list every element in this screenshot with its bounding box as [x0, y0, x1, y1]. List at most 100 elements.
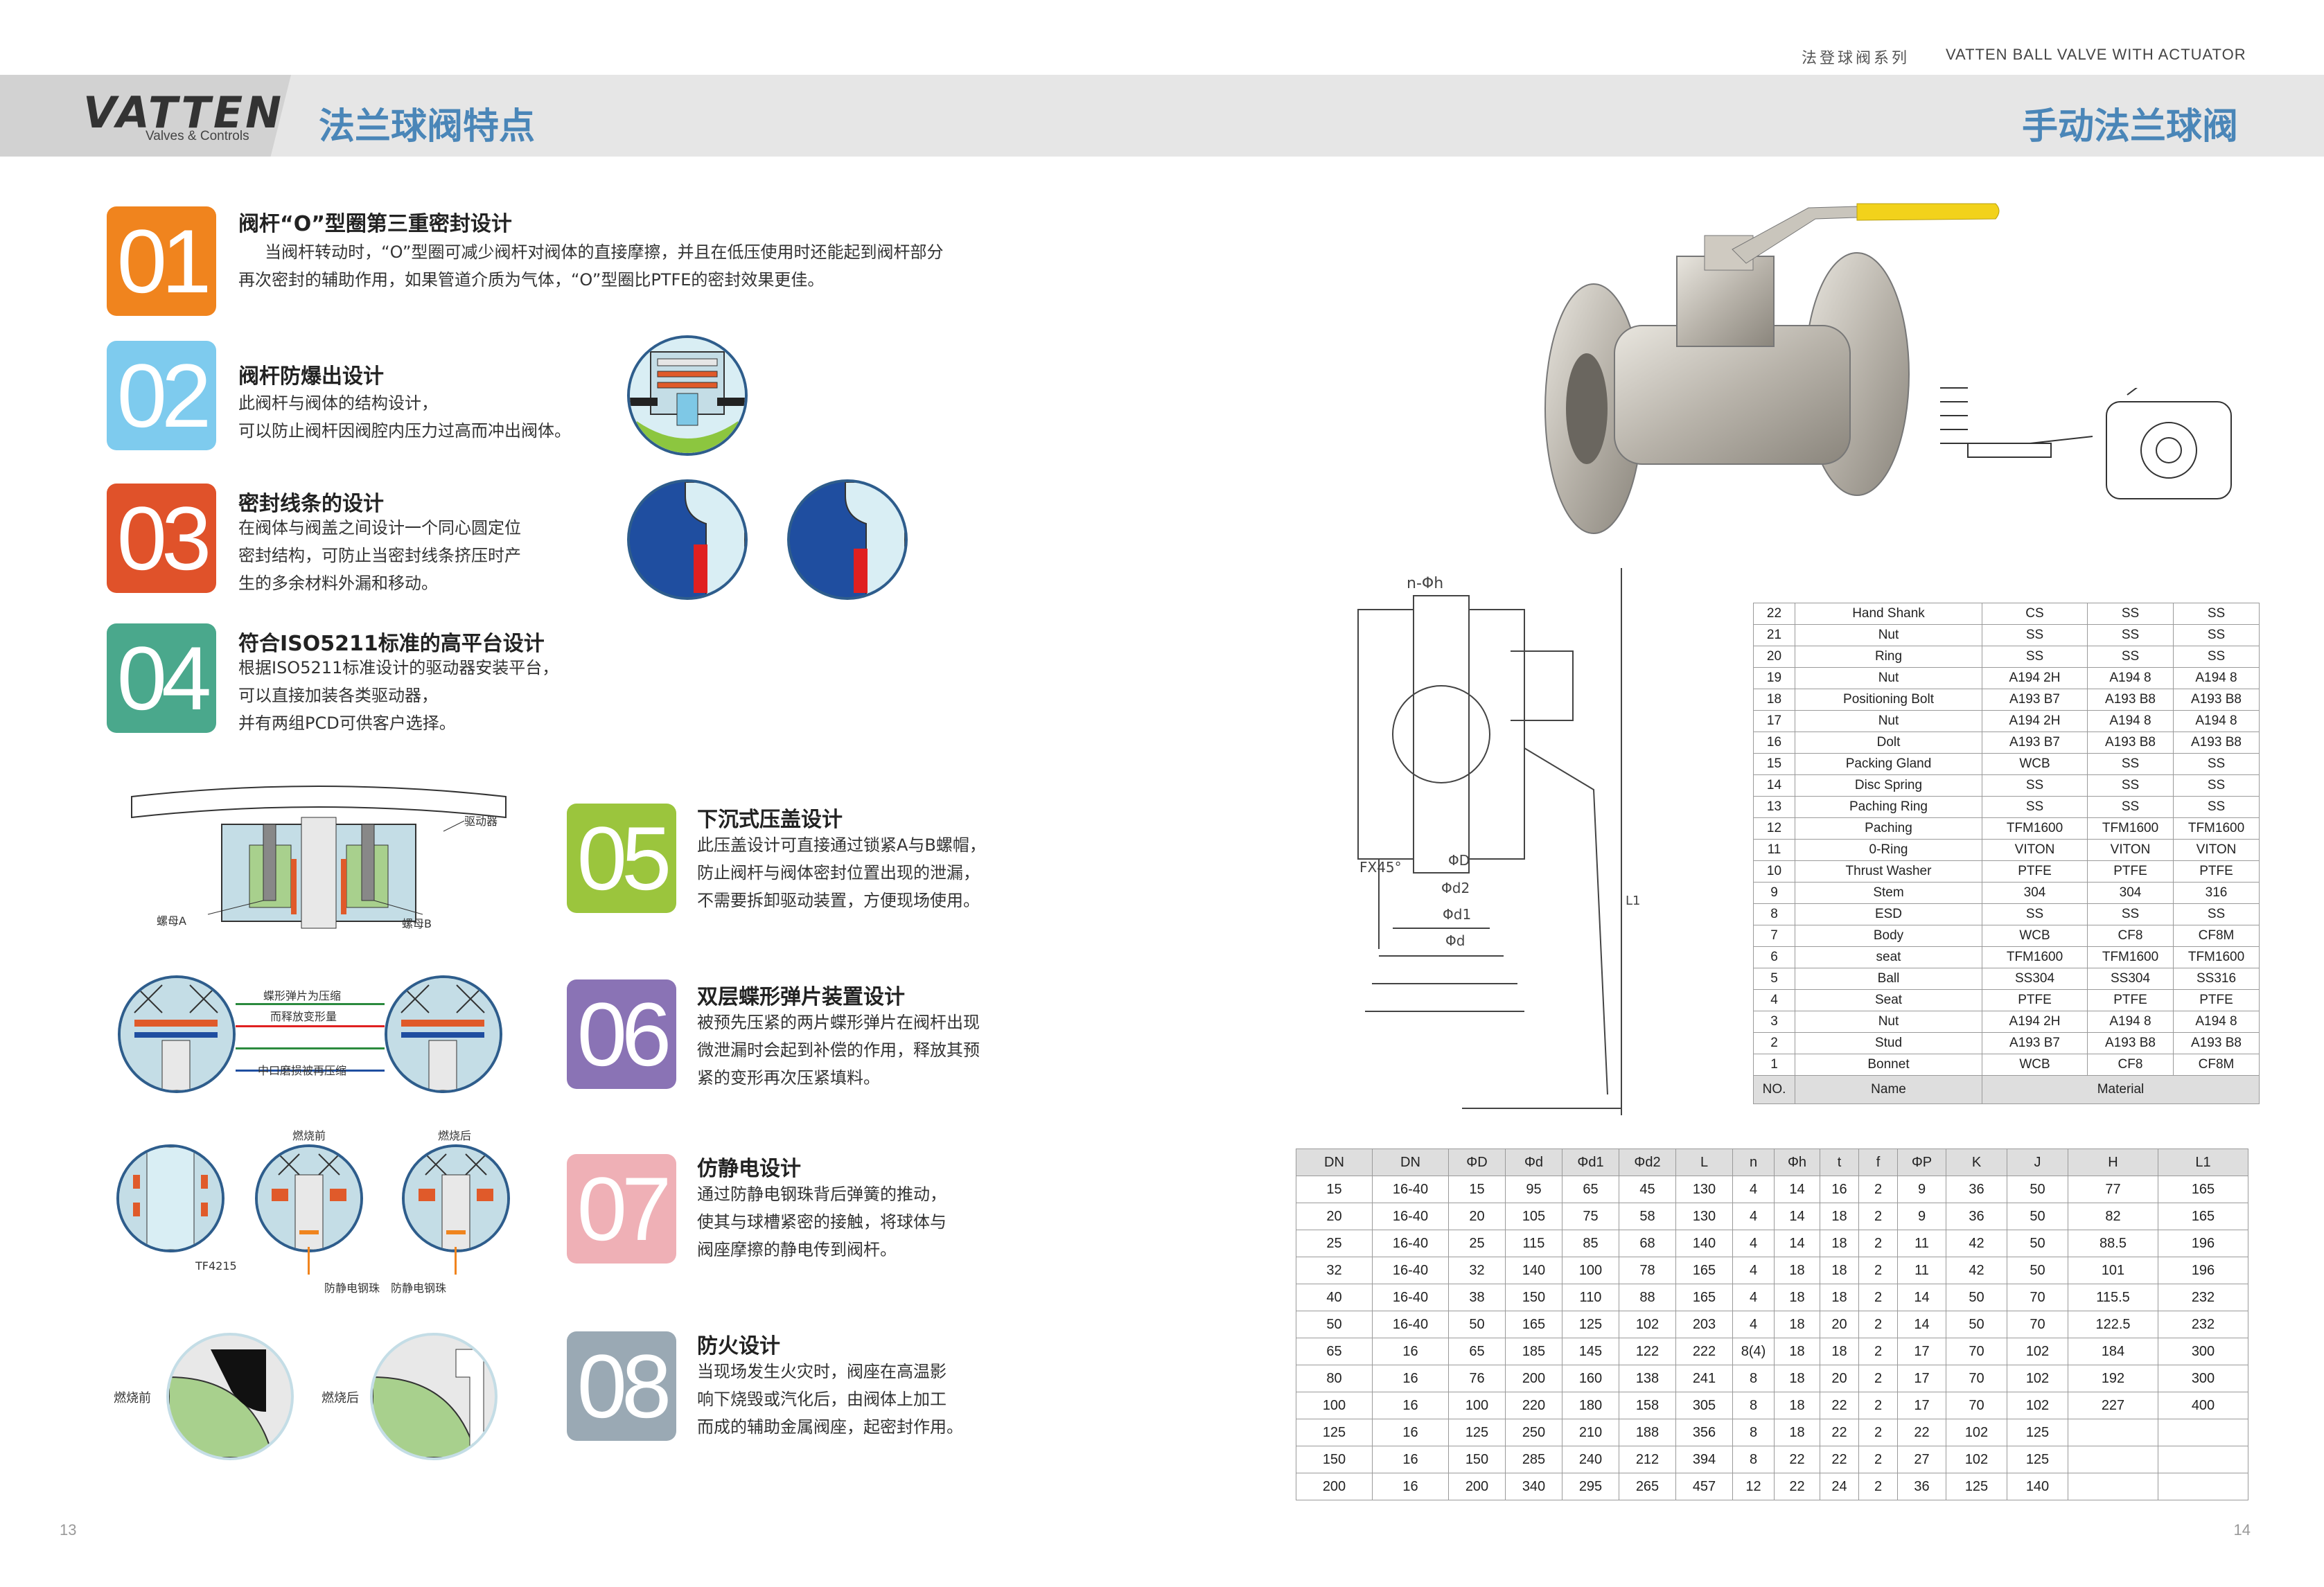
dimensions-cell: 88.5 — [2068, 1230, 2158, 1257]
materials-cell: CF8M — [2173, 1054, 2260, 1076]
dimensions-cell: 18 — [1774, 1338, 1820, 1365]
antistatic-ball-label-2: 防静电钢珠 — [391, 1282, 447, 1295]
dimensions-cell: 17 — [1897, 1365, 1946, 1392]
cross-section-drawing — [1317, 568, 1635, 1115]
dimensions-cell: 105 — [1505, 1203, 1562, 1230]
series-name-en: VATTEN BALL VALVE WITH ACTUATOR — [1946, 46, 2246, 63]
dimensions-cell: 196 — [2158, 1257, 2248, 1284]
dimensions-cell: 165 — [1675, 1257, 1733, 1284]
dimensions-cell: 25 — [1296, 1230, 1373, 1257]
dimensions-cell: 9 — [1897, 1203, 1946, 1230]
materials-cell: CF8M — [2173, 925, 2260, 947]
materials-cell: SS — [1982, 774, 2088, 797]
materials-cell: 304 — [2087, 882, 2174, 904]
dimensions-cell: 457 — [1675, 1473, 1733, 1500]
materials-cell: TFM1600 — [1982, 817, 2088, 840]
dimensions-cell: 16-40 — [1372, 1311, 1449, 1338]
materials-cell: SS304 — [2087, 968, 2174, 990]
spring-compress-label: 蝶形弹片为压缩 — [263, 989, 342, 1002]
feature-body-07: 通过防静电钢珠背后弹簧的推动， 使其与球槽紧密的接触，将球体与 阀座摩擦的静电传… — [697, 1185, 947, 1259]
materials-cell: 21 — [1753, 624, 1795, 646]
dimensions-cell: 250 — [1505, 1419, 1562, 1446]
dimensions-cell: 227 — [2068, 1392, 2158, 1419]
dimensions-cell — [2158, 1446, 2248, 1473]
feature-body-03: 在阀体与阀盖之间设计一个同心圆定位 密封结构，可防止当密封线条挤压时产 生的多余… — [238, 518, 521, 593]
dimensions-cell: 125 — [1562, 1311, 1619, 1338]
feature-number-04: 04 — [107, 623, 216, 733]
dimensions-cell: 2 — [1858, 1203, 1898, 1230]
feature-title-03: 密封线条的设计 — [238, 492, 384, 516]
page-number-left: 13 — [60, 1521, 77, 1539]
feature-number-02: 02 — [107, 341, 216, 450]
dimensions-cell: 196 — [2158, 1230, 2248, 1257]
dimensions-cell: 102 — [1946, 1419, 2007, 1446]
materials-cell: 16 — [1753, 732, 1795, 754]
dimensions-cell: 100 — [1296, 1392, 1373, 1419]
dimensions-cell: 100 — [1562, 1257, 1619, 1284]
dimensions-cell: 232 — [2158, 1284, 2248, 1311]
materials-cell: A194 8 — [2087, 1011, 2174, 1033]
dimensions-cell: 2 — [1858, 1230, 1898, 1257]
dimensions-cell: 50 — [1946, 1284, 2007, 1311]
dimensions-cell: 145 — [1562, 1338, 1619, 1365]
dimensions-cell: 70 — [2007, 1284, 2068, 1311]
wear-compress-label: 中口磨损被再压缩 — [258, 1064, 347, 1077]
dimensions-cell: 18 — [1820, 1230, 1859, 1257]
dimensions-cell: 165 — [2158, 1176, 2248, 1203]
dimensions-cell: 20 — [1820, 1365, 1859, 1392]
spring-line-3 — [236, 1047, 385, 1049]
materials-cell: SS316 — [2173, 968, 2260, 990]
dimensions-cell: 110 — [1562, 1284, 1619, 1311]
dimensions-cell: 80 — [1296, 1365, 1373, 1392]
materials-cell: SS — [2173, 646, 2260, 668]
materials-cell: PTFE — [2087, 989, 2174, 1011]
materials-cell: A194 8 — [2173, 667, 2260, 689]
feature-number-08: 08 — [567, 1331, 676, 1441]
dimensions-cell: 8 — [1732, 1419, 1775, 1446]
materials-cell: Ball — [1795, 968, 1982, 990]
dimensions-cell: 100 — [1448, 1392, 1506, 1419]
spring-line-4 — [236, 1070, 385, 1072]
dimensions-cell: 400 — [2158, 1392, 2248, 1419]
dimensions-cell: 22 — [1897, 1419, 1946, 1446]
dimensions-cell: 20 — [1820, 1311, 1859, 1338]
feature-number-05: 05 — [567, 804, 676, 913]
dimensions-cell: 18 — [1774, 1419, 1820, 1446]
dimensions-cell: 14 — [1774, 1230, 1820, 1257]
dimensions-cell: 220 — [1505, 1392, 1562, 1419]
materials-cell: 20 — [1753, 646, 1795, 668]
dimensions-cell: 78 — [1619, 1257, 1676, 1284]
dimensions-cell: 76 — [1448, 1365, 1506, 1392]
dimensions-cell: 203 — [1675, 1311, 1733, 1338]
materials-cell: SS — [1982, 903, 2088, 925]
materials-cell: 22 — [1753, 603, 1795, 625]
dimensions-cell: 20 — [1448, 1203, 1506, 1230]
feature-number-06: 06 — [567, 979, 676, 1089]
dimensions-cell: 2 — [1858, 1473, 1898, 1500]
dimensions-cell: 102 — [2007, 1365, 2068, 1392]
dimensions-header-cell: DN — [1296, 1149, 1373, 1176]
materials-cell: PTFE — [2173, 989, 2260, 1011]
materials-cell: 10 — [1753, 860, 1795, 883]
dimensions-cell: 8 — [1732, 1446, 1775, 1473]
dimensions-cell: 16 — [1372, 1473, 1449, 1500]
dimensions-cell: 70 — [2007, 1311, 2068, 1338]
dimensions-cell: 16-40 — [1372, 1203, 1449, 1230]
materials-cell: Thrust Washer — [1795, 860, 1982, 883]
materials-cell: 2 — [1753, 1032, 1795, 1054]
dimensions-cell: 11 — [1897, 1230, 1946, 1257]
dimensions-cell: 14 — [1774, 1203, 1820, 1230]
dimensions-cell: 115.5 — [2068, 1284, 2158, 1311]
materials-cell: Nut — [1795, 710, 1982, 732]
